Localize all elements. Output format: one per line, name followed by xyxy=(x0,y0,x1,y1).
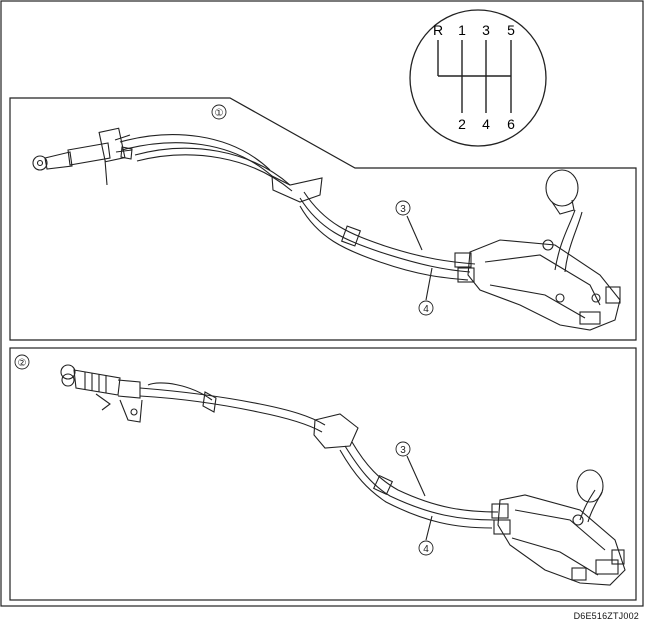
figure-code: D6E516ZTJ002 xyxy=(573,611,639,621)
view-2-transaxle-end xyxy=(60,364,143,423)
view-1-callouts xyxy=(395,200,434,316)
view-2-marker-circle xyxy=(14,354,30,370)
view-1-callout-4: 4 xyxy=(423,304,429,315)
view-2-callout-4: 4 xyxy=(423,544,429,555)
view-1-marker-circle xyxy=(211,104,227,120)
gear-label-1: 1 xyxy=(458,22,466,38)
gear-label-r: R xyxy=(433,22,443,38)
view-2-shifter-assembly xyxy=(497,469,626,586)
view-1 xyxy=(32,104,621,331)
view-2-marker: ② xyxy=(18,358,27,369)
gear-label-4: 4 xyxy=(482,116,490,132)
view-2-callout-3: 3 xyxy=(400,445,406,456)
view-2-frame xyxy=(9,347,637,601)
view-2-cables xyxy=(139,382,511,535)
view-2 xyxy=(14,354,626,586)
gear-label-5: 5 xyxy=(507,22,515,38)
gear-label-6: 6 xyxy=(507,116,515,132)
view-1-transaxle-end xyxy=(32,127,133,186)
view-1-marker: ① xyxy=(215,108,224,119)
shift-pattern-diagram: R 1 3 5 2 4 6 xyxy=(409,9,547,147)
view-2-callouts xyxy=(395,441,434,556)
gear-label-2: 2 xyxy=(458,116,466,132)
view-1-callout-3: 3 xyxy=(400,204,406,215)
view-1-frame xyxy=(9,97,637,341)
view-1-shifter-assembly xyxy=(467,169,621,331)
view-1-cables xyxy=(119,134,476,283)
gear-label-3: 3 xyxy=(482,22,490,38)
outer-frame xyxy=(0,0,644,607)
